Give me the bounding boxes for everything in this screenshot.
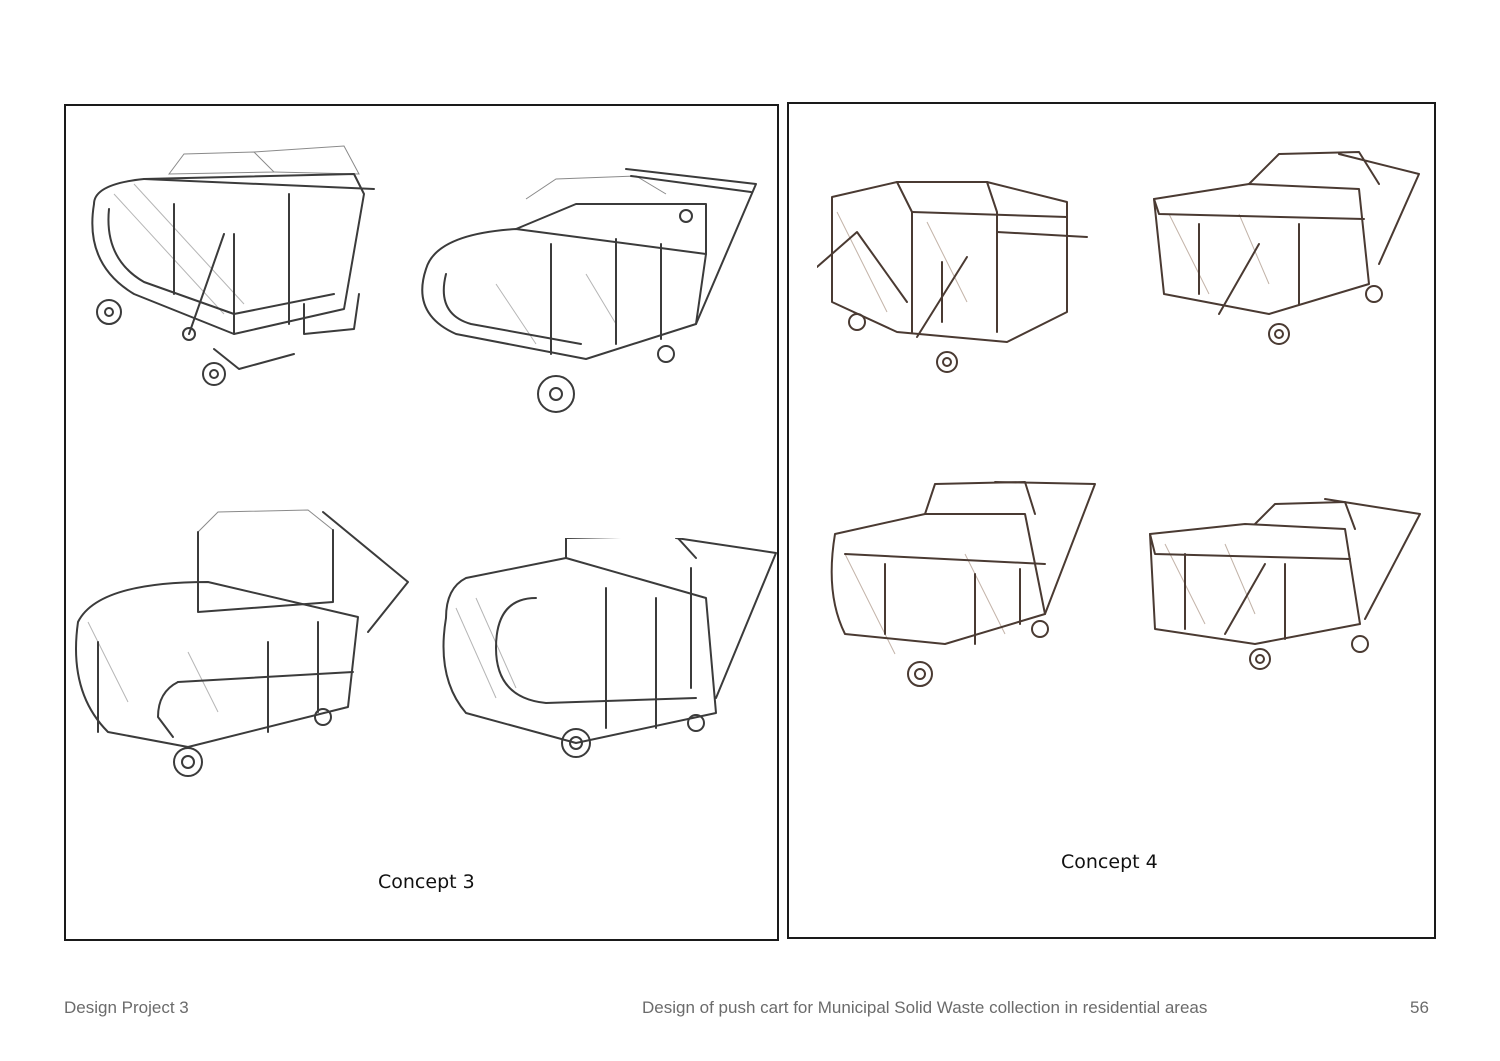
concept-3-sketch-2 (421, 168, 757, 413)
concept-4-caption: Concept 4 (1061, 851, 1158, 873)
page-number: 56 (1410, 998, 1429, 1017)
footer-project-name: Design Project 3 (64, 998, 189, 1017)
concept-4-sketch-4 (1149, 498, 1421, 670)
concept-3-sketch-4 (442, 538, 777, 758)
concept-4-sketch-3 (830, 481, 1096, 687)
concept-3-sketch-1 (91, 145, 375, 386)
concept-4-panel: Concept 4 (787, 102, 1436, 939)
concept-4-sketch-1 (817, 181, 1088, 373)
concept-3-panel: Concept 3 (64, 104, 779, 941)
footer-document-title: Design of push cart for Municipal Solid … (642, 998, 1208, 1017)
concept-3-sketch-3 (75, 509, 409, 777)
concept-4-sketch-2 (1153, 151, 1420, 345)
concept-3-caption: Concept 3 (378, 871, 475, 893)
